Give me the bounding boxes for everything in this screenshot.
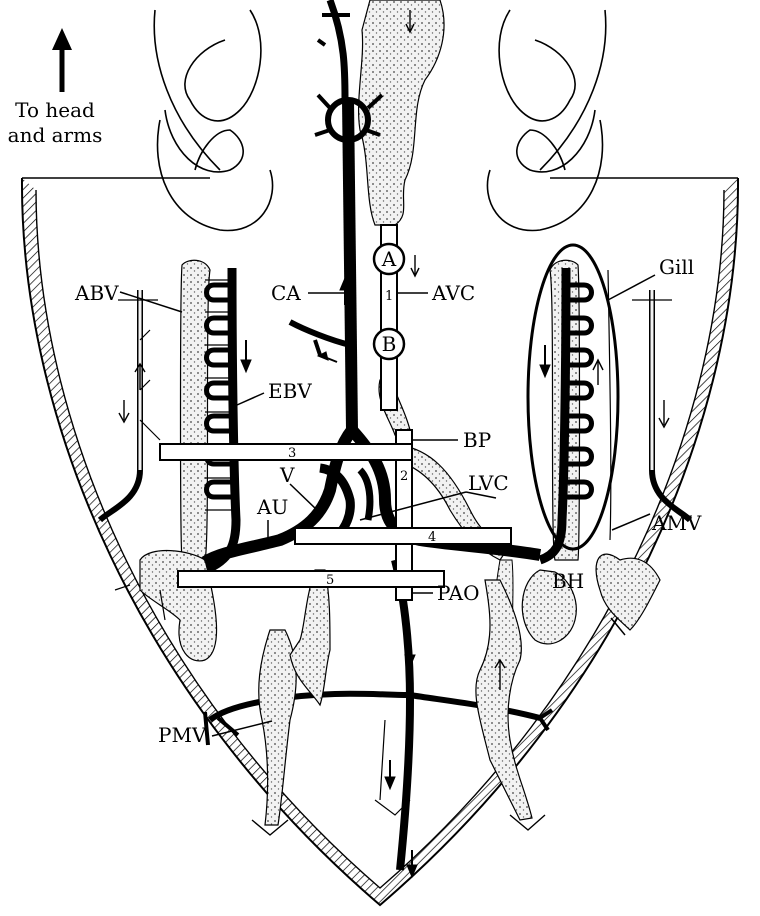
clamp-3-label: 3 — [288, 446, 296, 461]
clamp-2-label: 2 — [400, 469, 408, 484]
label-avc: AVC — [431, 281, 475, 305]
marker-b: B — [374, 329, 404, 359]
label-gill: Gill — [659, 255, 694, 279]
clamp-5 — [178, 571, 444, 587]
direction-up-arrow — [52, 28, 72, 92]
label-bp: BP — [463, 428, 491, 452]
label-au: AU — [256, 495, 288, 519]
clamp-1-label: 1 — [385, 289, 393, 304]
direction-note-line2: and arms — [8, 123, 103, 147]
svg-text:B: B — [382, 332, 397, 356]
label-ebv: EBV — [268, 379, 312, 403]
label-pmv: PMV — [158, 723, 207, 747]
label-pao: PAO — [437, 581, 479, 605]
direction-note-line1: To head — [15, 98, 95, 122]
right-gill — [494, 260, 690, 650]
svg-text:A: A — [381, 247, 397, 271]
label-ca: CA — [271, 281, 301, 305]
label-lvc: LVC — [468, 471, 509, 495]
label-v: V — [279, 463, 295, 487]
label-amv: AMV — [651, 511, 702, 535]
clamp-4-label: 4 — [428, 530, 436, 545]
label-abv: ABV — [74, 281, 119, 305]
clamp-5-label: 5 — [326, 573, 334, 588]
label-bh: BH — [552, 569, 584, 593]
clamp-4 — [295, 528, 511, 544]
marker-a: A — [374, 244, 404, 274]
clamp-3 — [160, 444, 412, 460]
